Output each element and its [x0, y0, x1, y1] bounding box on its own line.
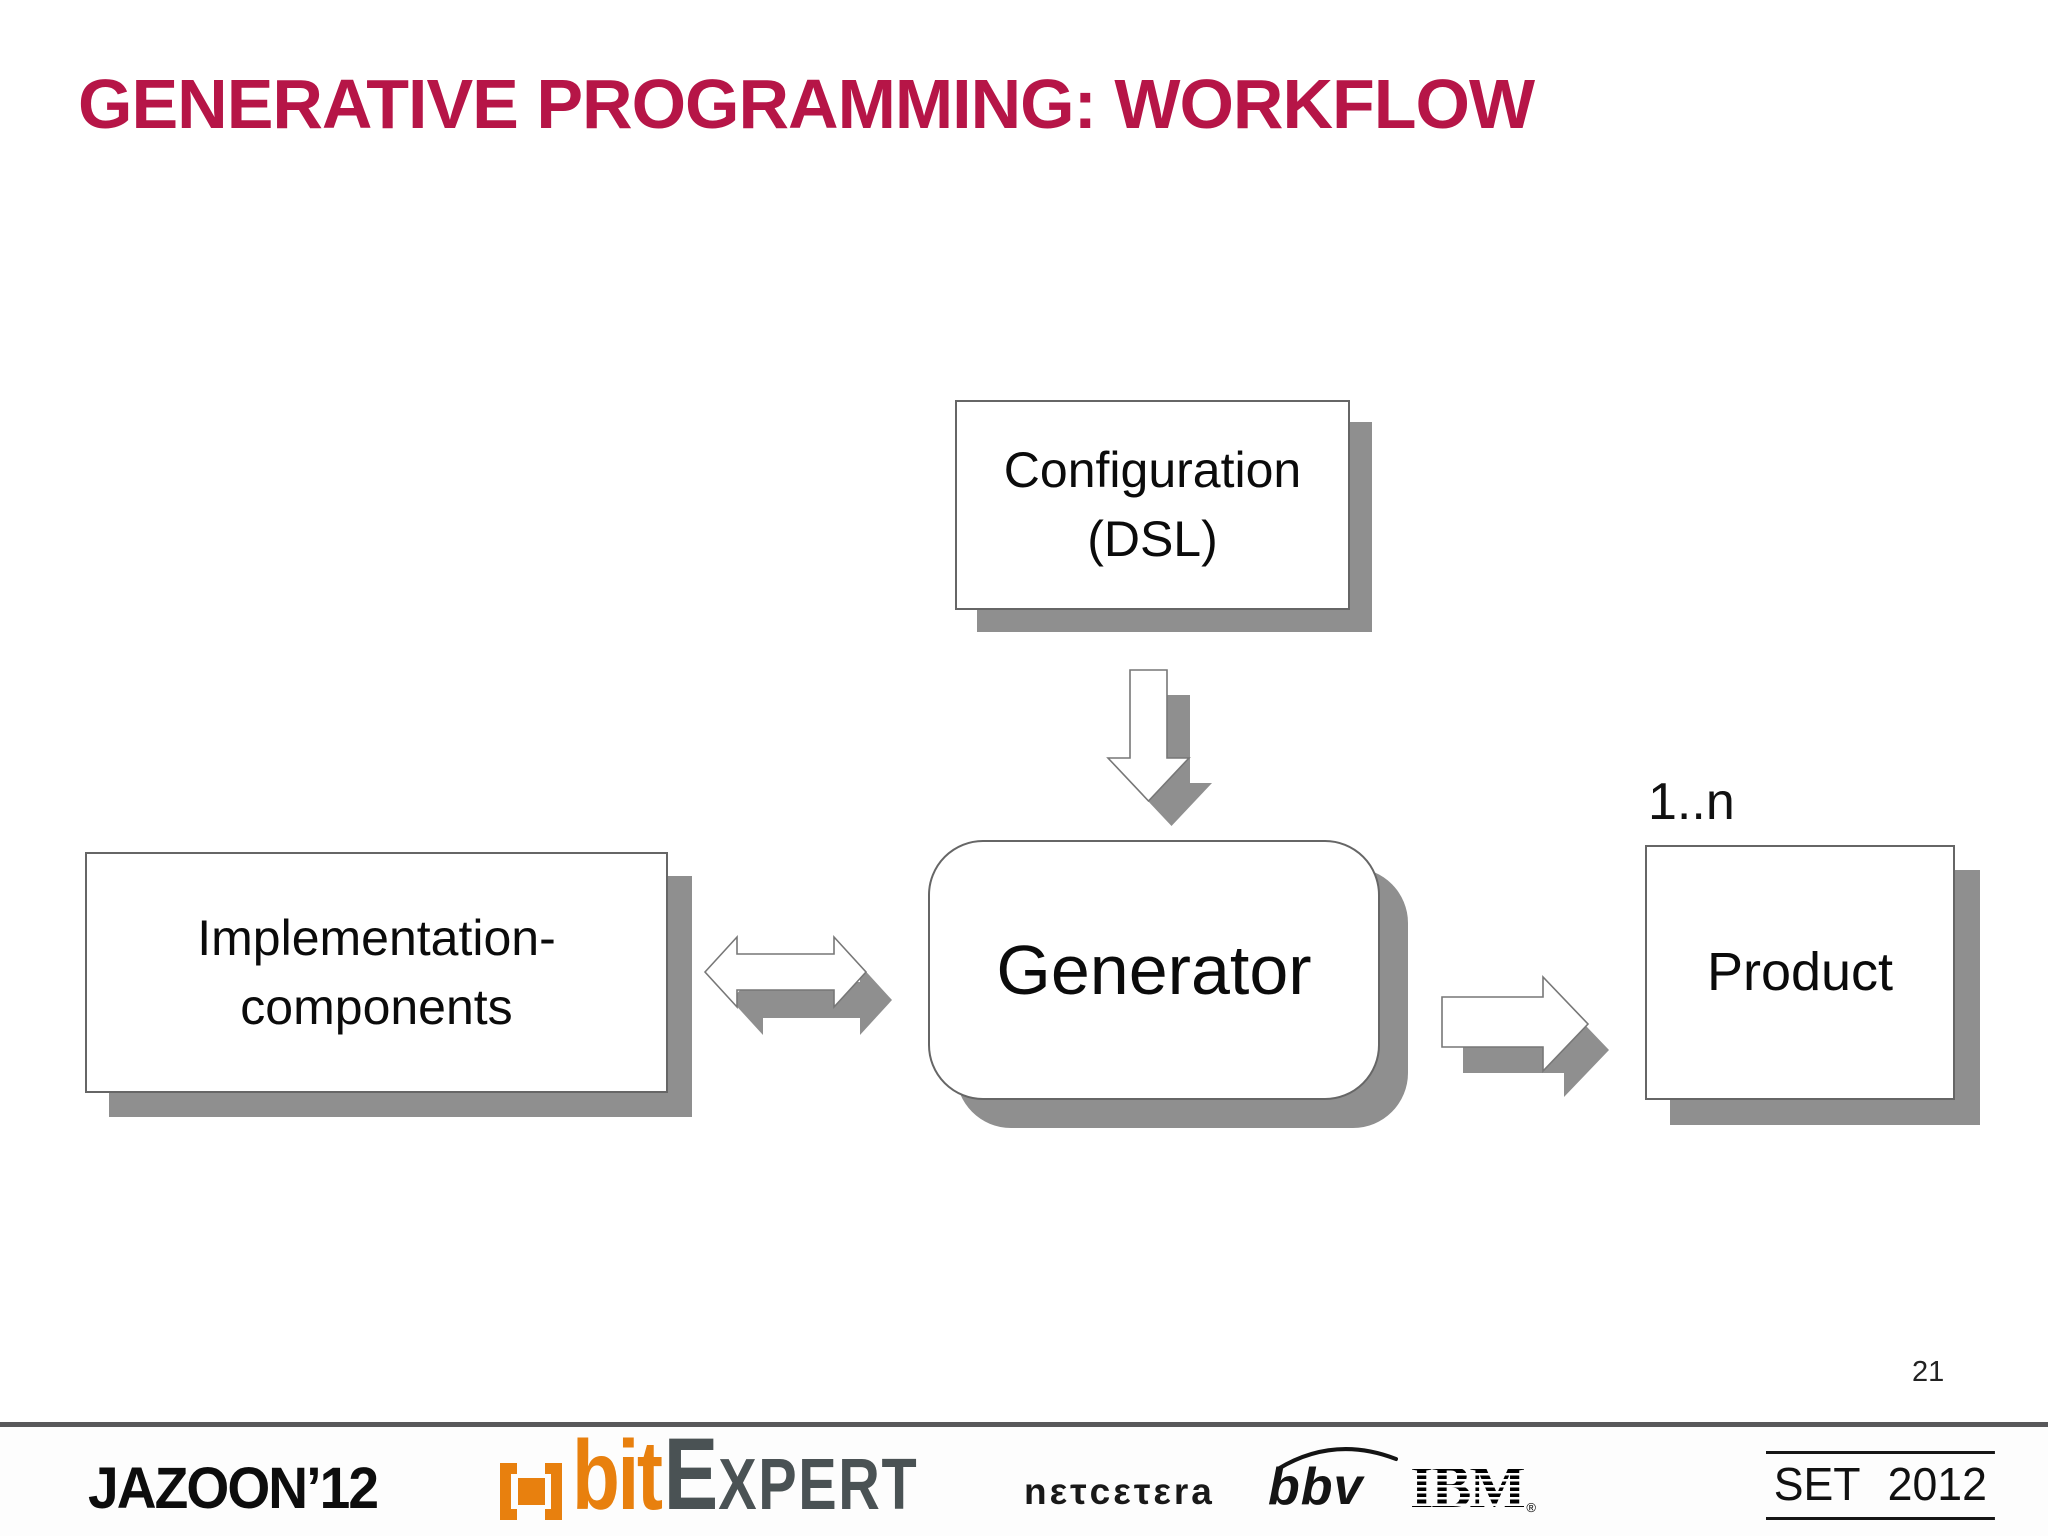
- arrow-down-icon: [1106, 669, 1212, 826]
- configuration-label-line2: (DSL): [1087, 511, 1218, 567]
- bbv-logo: bbv: [1264, 1443, 1398, 1523]
- arrow-bidirectional-body: [703, 934, 868, 1010]
- ibm-text: IBM: [1410, 1454, 1526, 1520]
- node-product: Product: [1645, 845, 1955, 1100]
- page-number: 21: [1912, 1356, 1945, 1388]
- bitexpert-logo: bitEXPERT: [572, 1423, 918, 1525]
- ibm-logo: IBM ®: [1410, 1454, 1536, 1520]
- footer: JAZOON’12 bitEXPERT nετcετεra bbv IBM ® …: [0, 1423, 2048, 1536]
- ibm-registered-mark: ®: [1526, 1500, 1536, 1515]
- arrow-down-body: [1106, 669, 1191, 803]
- arrow-right-icon: [1441, 975, 1609, 1097]
- bitexpert-bit-text: bit: [572, 1420, 663, 1530]
- slide-title: GENERATIVE PROGRAMMING: WORKFLOW: [78, 65, 1535, 143]
- product-label: Product: [1706, 942, 1894, 1003]
- bitexpert-bracket-left: [500, 1463, 517, 1520]
- arrow-bidirectional-icon: [703, 934, 892, 1035]
- generator-label: Generator: [996, 930, 1312, 1009]
- node-implementation-components: Implementation- components: [85, 852, 668, 1093]
- bbv-text: bbv: [1268, 1458, 1364, 1516]
- netcetera-logo: nετcετεra: [1024, 1471, 1215, 1512]
- implementation-label-line1: Implementation-: [197, 909, 556, 966]
- node-configuration: Configuration (DSL): [955, 400, 1350, 610]
- jazoon-logo: JAZOON’12: [88, 1456, 379, 1521]
- node-generator: Generator: [928, 840, 1380, 1100]
- bitexpert-bracket-right: [545, 1463, 562, 1520]
- multiplicity-label: 1..n: [1648, 773, 1735, 831]
- implementation-label-line2: components: [240, 978, 513, 1035]
- footer-divider: [0, 1422, 2048, 1427]
- bitexpert-bracket-icon: [500, 1463, 562, 1520]
- bbv-swoosh-icon: [1276, 1447, 1398, 1471]
- bitexpert-e-text: E: [663, 1417, 719, 1531]
- configuration-label-line1: Configuration: [1003, 442, 1302, 498]
- arrow-right-body: [1441, 975, 1590, 1073]
- set2012-logo: SET 2012: [1766, 1451, 1995, 1520]
- bitexpert-square: [517, 1478, 545, 1505]
- bitexpert-xpert-text: XPERT: [718, 1445, 919, 1525]
